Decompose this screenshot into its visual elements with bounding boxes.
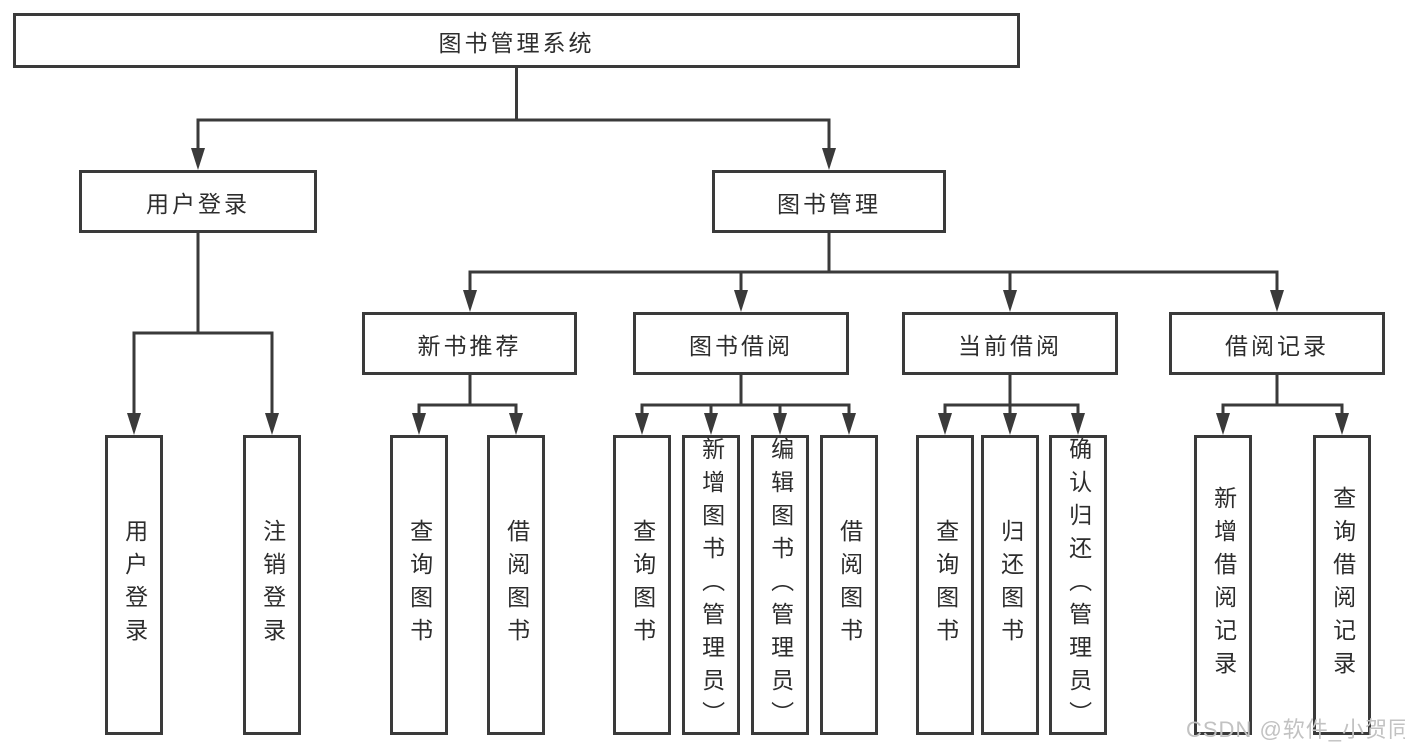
node-borrow-records-label: 借阅记录 [1225,332,1329,359]
leaf-edit-book-admin: 编辑图书（管理员） [751,435,809,735]
leaf-confirm-return-admin: 确认归还（管理员） [1049,435,1107,735]
leaf-add-borrow-record-label: 新增借阅记录 [1210,486,1237,684]
leaf-confirm-return-admin-label: 确认归还（管理员） [1065,436,1092,734]
node-book-management-label: 图书管理 [777,190,881,217]
leaf-user-login: 用户登录 [105,435,163,735]
root-node-label: 图书管理系统 [438,29,595,56]
leaf-return-book: 归还图书 [981,435,1039,735]
leaf-query-borrow-record: 查询借阅记录 [1313,435,1371,735]
node-user-login: 用户登录 [79,170,317,233]
leaf-edit-book-admin-label: 编辑图书（管理员） [767,436,794,734]
leaf-query-books-borrow: 查询图书 [613,435,671,735]
node-new-book-recommend: 新书推荐 [362,312,577,375]
leaf-add-borrow-record: 新增借阅记录 [1194,435,1252,735]
leaf-borrow-books-recommend-label: 借阅图书 [503,519,530,651]
node-current-borrow-label: 当前借阅 [958,332,1062,359]
node-book-management: 图书管理 [712,170,946,233]
leaf-query-books-recommend: 查询图书 [390,435,448,735]
leaf-query-books-recommend-label: 查询图书 [406,519,433,651]
leaf-borrow-books-recommend: 借阅图书 [487,435,545,735]
node-book-borrow: 图书借阅 [633,312,849,375]
leaf-add-book-admin: 新增图书（管理员） [682,435,740,735]
leaf-logout: 注销登录 [243,435,301,735]
node-user-login-label: 用户登录 [146,190,250,217]
leaf-query-books-current-label: 查询图书 [932,519,959,651]
leaf-query-borrow-record-label: 查询借阅记录 [1329,486,1356,684]
leaf-query-books-current: 查询图书 [916,435,974,735]
arrowheads [127,148,1349,435]
leaf-add-book-admin-label: 新增图书（管理员） [698,436,725,734]
leaf-return-book-label: 归还图书 [997,519,1024,651]
leaf-logout-label: 注销登录 [259,519,286,651]
node-book-borrow-label: 图书借阅 [689,332,793,359]
leaf-query-books-borrow-label: 查询图书 [629,519,656,651]
leaf-user-login-label: 用户登录 [121,519,148,651]
node-current-borrow: 当前借阅 [902,312,1118,375]
root-node-library-management-system: 图书管理系统 [13,13,1020,68]
csdn-watermark: CSDN @软件_小贺同学 [1186,717,1405,742]
leaf-borrow-books-label: 借阅图书 [836,519,863,651]
connector-paths [132,68,1344,416]
node-new-book-recommend-label: 新书推荐 [417,332,522,359]
leaf-borrow-books: 借阅图书 [820,435,878,735]
node-borrow-records: 借阅记录 [1169,312,1385,375]
